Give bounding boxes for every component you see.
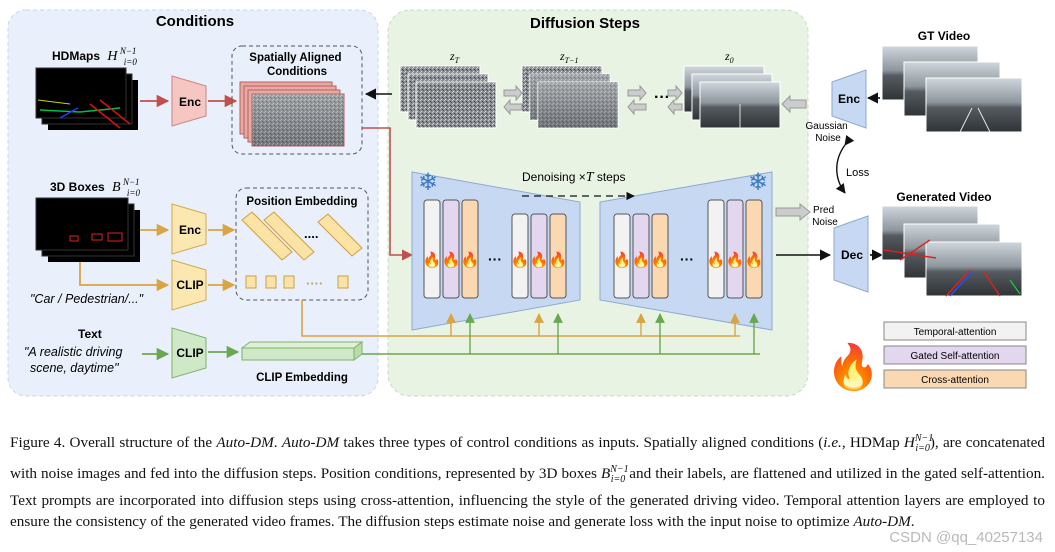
svg-text:🔥: 🔥: [549, 251, 568, 269]
loss-arrow: [835, 134, 855, 194]
svg-text:Enc: Enc: [179, 223, 201, 237]
text-label: Text: [78, 327, 102, 341]
position-embedding-label: Position Embedding: [246, 196, 357, 208]
step-arrows: [503, 84, 683, 116]
z-t-label: zT: [449, 49, 460, 65]
legend-cross-label: Cross-attention: [921, 375, 989, 386]
svg-text:Dec: Dec: [841, 248, 863, 262]
conditions-title: Conditions: [156, 13, 234, 30]
legend-gated-label: Gated Self-attention: [911, 351, 1000, 362]
spatial-conditions-stack: [239, 81, 345, 147]
pred-noise-label: Pred Noise: [812, 205, 838, 228]
decoder: Dec: [833, 215, 869, 293]
boxes-label: 3D Boxes B N−1 i=0: [50, 174, 143, 198]
hdmap-stack: [35, 67, 138, 130]
svg-text:🔥: 🔥: [707, 251, 726, 269]
z-t-frames: [399, 65, 497, 129]
svg-text:🔥: 🔥: [461, 251, 480, 269]
z-0-label: z0: [724, 49, 734, 65]
svg-text:···: ···: [680, 251, 694, 267]
hdmap-encoder: Enc: [171, 75, 207, 127]
spatial-conditions-label: Spatially Aligned Conditions: [249, 52, 344, 78]
position-embedding-bars: .... ····: [241, 211, 363, 291]
clip-embedding-bar: [240, 341, 364, 361]
figure-caption: Figure 4. Overall structure of the Auto-…: [10, 433, 1045, 531]
boxes-stack: [35, 197, 140, 262]
loss-label: Loss: [846, 167, 870, 179]
clip-embedding-label: CLIP Embedding: [256, 372, 348, 384]
gaussian-noise-label: Gaussian Noise: [805, 121, 850, 144]
legend-temporal-label: Temporal-attention: [914, 327, 997, 338]
svg-text:Enc: Enc: [838, 92, 860, 106]
snowflake-right-icon: ❄: [748, 169, 768, 196]
generated-video-label: Generated Video: [896, 190, 991, 204]
svg-text:···: ···: [488, 251, 502, 267]
legend-cross-swatch: [883, 369, 1027, 389]
hdmaps-label: HDMaps H N−1 i=0: [52, 43, 140, 67]
gt-encoder: Enc: [831, 69, 867, 129]
gt-video-label: GT Video: [918, 29, 970, 43]
snowflake-left-icon: ❄: [418, 169, 438, 196]
legend-flame-icon: 🔥: [826, 342, 881, 392]
svg-text:····: ····: [306, 276, 323, 291]
svg-text:🔥: 🔥: [613, 251, 632, 269]
text-clip: CLIP: [171, 327, 207, 379]
unet-left-layers: ···: [423, 199, 567, 299]
svg-text:Enc: Enc: [179, 95, 201, 109]
svg-text:🔥: 🔥: [511, 251, 530, 269]
gt-video-frames: [881, 45, 1023, 133]
position-feed-arrows: [446, 313, 740, 336]
svg-text:🔥: 🔥: [530, 251, 549, 269]
svg-text:🔥: 🔥: [726, 251, 745, 269]
svg-text:🔥: 🔥: [442, 251, 461, 269]
architecture-diagram: Conditions Diffusion Steps HDMaps H N−1 …: [7, 9, 1027, 397]
gaussian-noise-arrow: [781, 94, 807, 114]
svg-text:🔥: 🔥: [651, 251, 670, 269]
frames-dots: ···: [654, 89, 670, 106]
text-feed-arrows: [465, 313, 759, 354]
flame-icon: 🔥🔥🔥 🔥🔥🔥 🔥🔥🔥 🔥🔥🔥: [423, 251, 764, 269]
class-text: "Car / Pedestrian/...": [30, 292, 144, 306]
boxes-encoder: Enc: [171, 203, 207, 255]
svg-text:🔥: 🔥: [745, 251, 764, 269]
prompt-text: "A realistic driving scene, daytime": [24, 345, 126, 375]
svg-text:CLIP: CLIP: [176, 278, 203, 292]
unet-right-layers: ···: [613, 199, 763, 299]
spatial-conditions-frame: [231, 45, 363, 155]
generated-video-frames: [881, 205, 1023, 297]
z-t1-label: zT−1: [559, 49, 579, 65]
svg-text:CLIP: CLIP: [176, 346, 203, 360]
z-t1-frames: [521, 65, 619, 129]
watermark: CSDN @qq_40257134: [889, 529, 1043, 546]
diffusion-title: Diffusion Steps: [530, 15, 640, 32]
position-embedding-frame: [235, 187, 369, 301]
pred-noise-arrow: [775, 202, 811, 222]
z-0-frames: [683, 65, 781, 129]
class-clip: CLIP: [171, 259, 207, 311]
svg-text:🔥: 🔥: [632, 251, 651, 269]
svg-text:🔥: 🔥: [423, 251, 442, 269]
denoising-label: Denoising ×T steps: [522, 170, 626, 185]
svg-text:....: ....: [304, 226, 318, 241]
legend-gated-swatch: [883, 345, 1027, 365]
legend-temporal-swatch: [883, 321, 1027, 341]
